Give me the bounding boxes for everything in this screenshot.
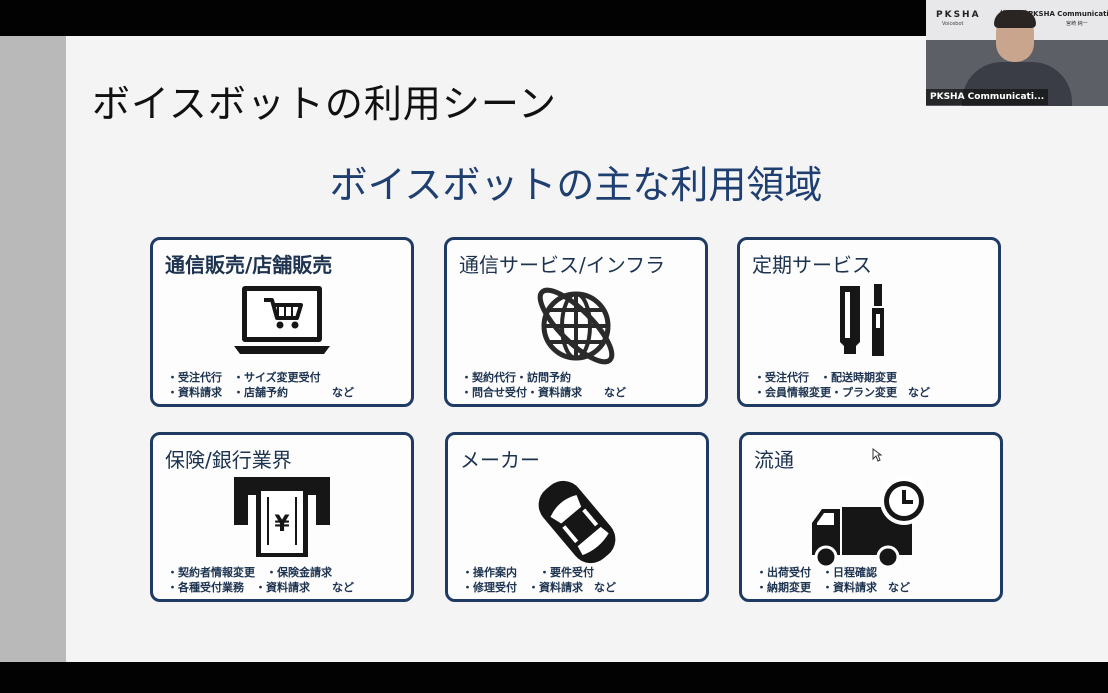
participant-name-label: PKSHA Communicati... [926, 89, 1049, 105]
letterbox-top [0, 0, 1108, 36]
globe-icon [447, 280, 705, 372]
card-title: 保険/銀行業界 [165, 448, 292, 472]
webcam-person-name: 宮崎 純一 [1066, 21, 1088, 27]
card-insurance-banking: 保険/銀行業界 ¥ ・契約者情報変更 ・保険金請求 ・各種受付業務 ・資料請求 … [150, 432, 414, 602]
webcam-logo-sub: Voicebot [942, 21, 964, 27]
card-title: 定期サービス [752, 253, 872, 277]
shared-slide: ボイスボットの利用シーン ボイスボットの主な利用領域 通信販売/店舗販売 ・受注… [0, 36, 1108, 662]
card-bullets: ・操作案内 ・要件受付 ・修理受付 ・資料請求 など [462, 566, 616, 594]
card-distribution: 流通 ・出荷受付 ・日程確認 ・納期変更 ・資料請求 など [739, 432, 1003, 602]
card-bullets: ・受注代行 ・サイズ変更受付 ・資料請求 ・店舗予約 など [167, 371, 354, 399]
slide-title: ボイスボットの利用シーン [92, 82, 557, 126]
cosmetics-icon [740, 280, 998, 372]
svg-text:¥: ¥ [274, 512, 290, 537]
letterbox-bottom [0, 662, 1108, 693]
card-subscription: 定期サービス ・受注代行 ・配送時期変更 ・会員情報変更・プラン変更 など [737, 237, 1001, 407]
car-icon [448, 475, 706, 567]
card-title: 通信販売/店舗販売 [165, 253, 333, 277]
delivery-truck-clock-icon [742, 475, 1000, 569]
card-bullets: ・契約代行・訪問予約 ・問合せ受付・資料請求 など [461, 371, 626, 399]
webcam-person-hair [994, 10, 1036, 28]
mouse-cursor-icon [872, 448, 882, 462]
card-title: メーカー [460, 448, 540, 472]
card-telecom-infra: 通信サービス/インフラ ・契約代行・訪問予約 ・問合せ受付・資料請求 など [444, 237, 708, 407]
atm-banknote-icon: ¥ [153, 475, 411, 567]
card-manufacturer: メーカー ・操作案内 ・要件受付 ・修理受付 ・資料請求 など [445, 432, 709, 602]
webcam-company: 株式会社PKSHA Communication [1000, 10, 1108, 18]
slide-subtitle: ボイスボットの主な利用領域 [329, 163, 823, 207]
card-bullets: ・出荷受付 ・日程確認 ・納期変更 ・資料請求 など [756, 566, 910, 594]
card-bullets: ・受注代行 ・配送時期変更 ・会員情報変更・プラン変更 など [754, 371, 930, 399]
card-title: 流通 [754, 448, 794, 472]
card-title: 通信サービス/インフラ [459, 253, 666, 277]
webcam-thumbnail[interactable]: PKSHA Voicebot 株式会社PKSHA Communication 宮… [926, 0, 1108, 106]
laptop-cart-icon [153, 280, 411, 372]
slide-sidebar [0, 36, 66, 662]
card-ec-retail: 通信販売/店舗販売 ・受注代行 ・サイズ変更受付 ・資料請求 ・店舗予約 など [150, 237, 414, 407]
card-bullets: ・契約者情報変更 ・保険金請求 ・各種受付業務 ・資料請求 など [167, 566, 354, 594]
webcam-logo: PKSHA [936, 10, 981, 20]
